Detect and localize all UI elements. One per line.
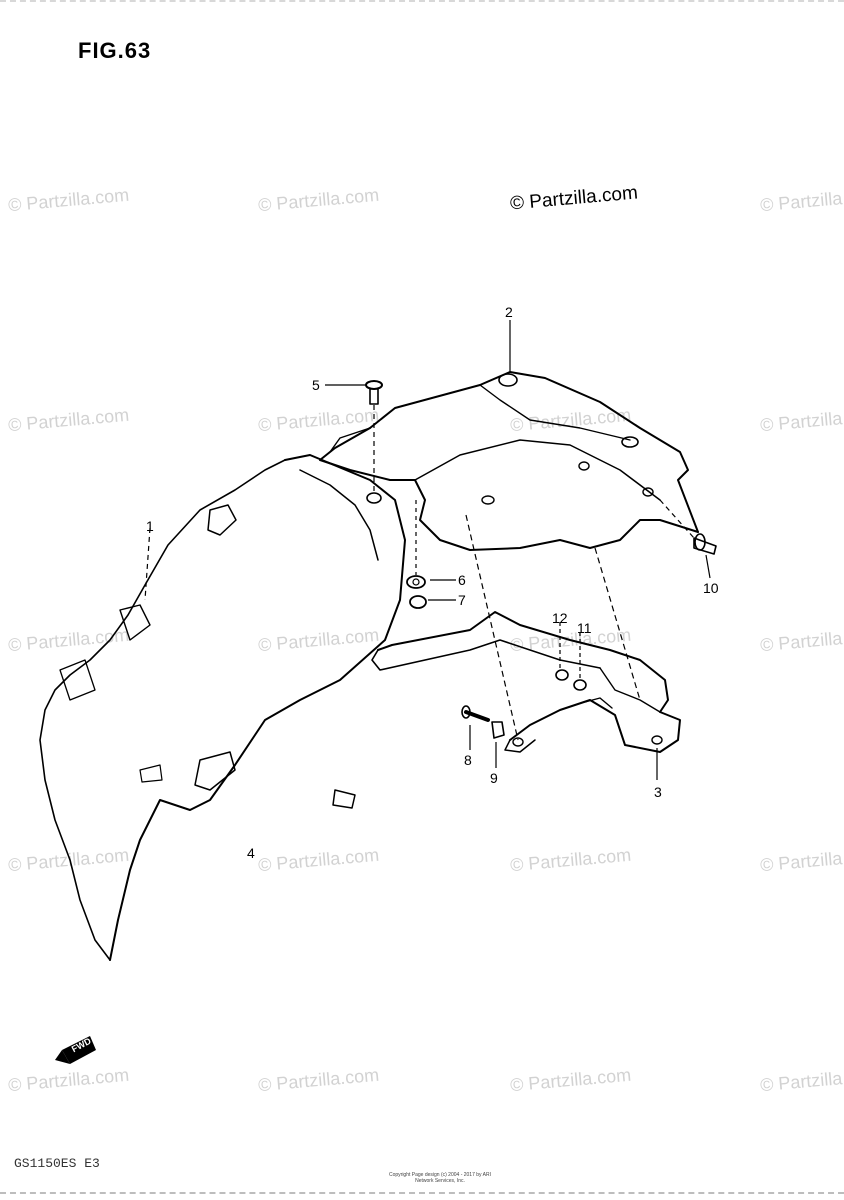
bolt-part-8 [461, 705, 490, 722]
callout-10: 10 [703, 580, 719, 596]
diagram-code: GS1150ES E3 [14, 1156, 100, 1171]
top-border [0, 0, 844, 2]
rear-fender-part-1 [39, 454, 406, 961]
nut-part-9 [491, 721, 505, 739]
copyright-notice: Copyright Page design (c) 2004 - 2017 by… [388, 1172, 491, 1184]
figure-title: FIG.63 [78, 38, 152, 63]
bottom-border [0, 1192, 844, 1194]
forward-direction-arrow-icon [55, 1036, 96, 1064]
callout-7: 7 [458, 592, 466, 608]
nut-part-11 [573, 679, 587, 691]
callout-3: 3 [654, 784, 662, 800]
fender-bracket-part-2 [319, 371, 699, 551]
callout-11: 11 [577, 620, 592, 636]
callout-4: 4 [247, 845, 255, 861]
callout-8: 8 [464, 752, 472, 768]
callout-1: 1 [146, 518, 154, 534]
callout-9: 9 [490, 770, 498, 786]
callout-2: 2 [505, 304, 513, 320]
callout-5: 5 [312, 377, 320, 393]
collar-part-7 [409, 595, 427, 609]
leader-lines [144, 320, 711, 780]
callout-6: 6 [458, 572, 466, 588]
callout-12: 12 [552, 610, 568, 626]
bolt-part-10 [693, 533, 717, 555]
bolt-part-5 [365, 380, 383, 405]
license-bracket-part-3 [371, 611, 681, 753]
nut-part-12 [555, 669, 569, 681]
nut-part-6 [406, 575, 426, 589]
